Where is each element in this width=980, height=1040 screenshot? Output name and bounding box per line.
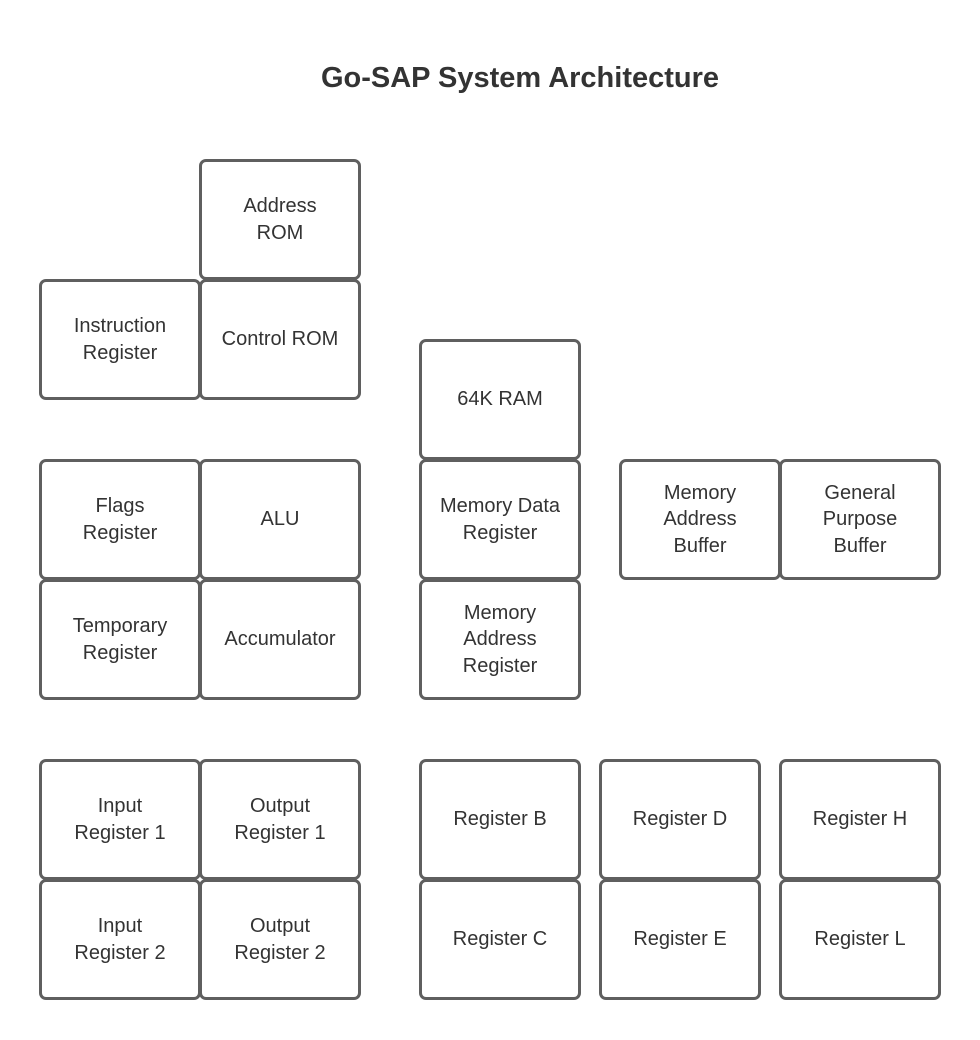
diagram-title: Go-SAP System Architecture bbox=[320, 62, 720, 94]
ram-block: 64K RAM bbox=[419, 339, 581, 460]
output-register-1-block: Output Register 1 bbox=[199, 759, 361, 880]
register-c-block: Register C bbox=[419, 879, 581, 1000]
memory-address-register-block: Memory Address Register bbox=[419, 579, 581, 700]
register-b-block: Register B bbox=[419, 759, 581, 880]
input-register-1-block: Input Register 1 bbox=[39, 759, 201, 880]
register-l-block: Register L bbox=[779, 879, 941, 1000]
general-purpose-buffer-block: General Purpose Buffer bbox=[779, 459, 941, 580]
instruction-register-block: Instruction Register bbox=[39, 279, 201, 400]
alu-block: ALU bbox=[199, 459, 361, 580]
temporary-register-block: Temporary Register bbox=[39, 579, 201, 700]
memory-address-buffer-block: Memory Address Buffer bbox=[619, 459, 781, 580]
accumulator-block: Accumulator bbox=[199, 579, 361, 700]
output-register-2-block: Output Register 2 bbox=[199, 879, 361, 1000]
input-register-2-block: Input Register 2 bbox=[39, 879, 201, 1000]
control-rom-block: Control ROM bbox=[199, 279, 361, 400]
register-e-block: Register E bbox=[599, 879, 761, 1000]
flags-register-block: Flags Register bbox=[39, 459, 201, 580]
register-d-block: Register D bbox=[599, 759, 761, 880]
memory-data-register-block: Memory Data Register bbox=[419, 459, 581, 580]
address-rom-block: Address ROM bbox=[199, 159, 361, 280]
register-h-block: Register H bbox=[779, 759, 941, 880]
